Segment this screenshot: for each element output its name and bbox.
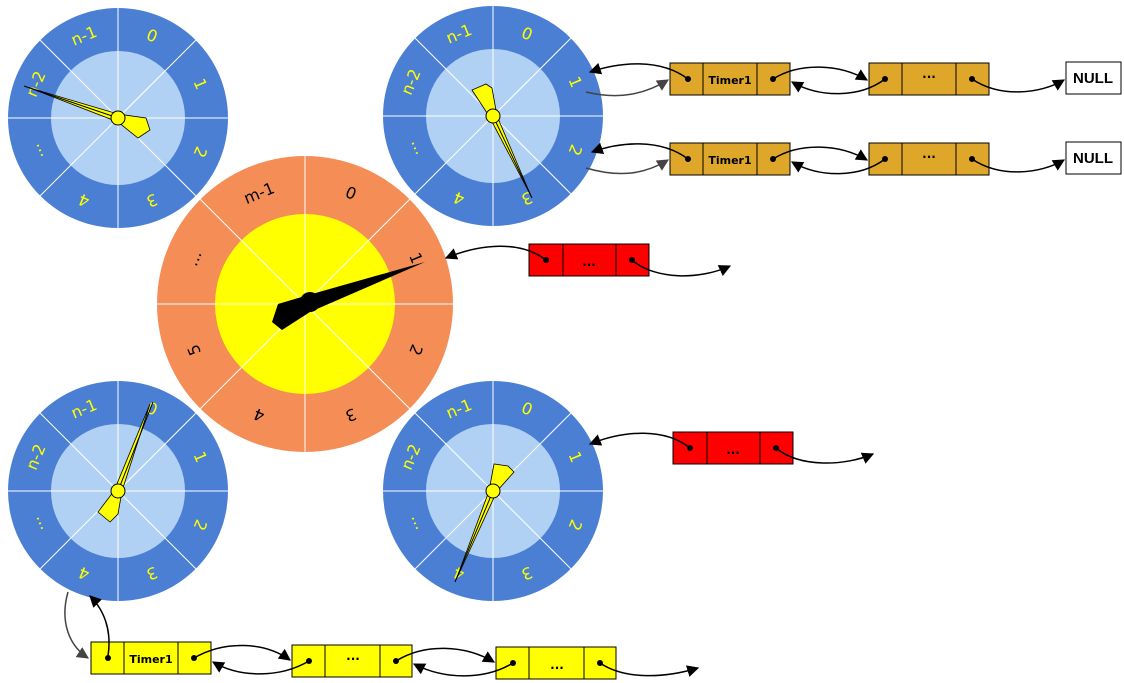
hand-needle-line (117, 401, 154, 492)
wheel-spoke (492, 37, 572, 117)
node-label: Timer1 (708, 74, 751, 87)
arrow-head-to-slot (588, 62, 689, 80)
node-label: ... (922, 67, 936, 81)
list-node-timer: Timer1 (90, 641, 212, 675)
wheel-hand (23, 85, 151, 139)
arrow-head-to-slot (89, 595, 110, 657)
arrow-next (193, 644, 291, 661)
node-label: ... (346, 649, 360, 663)
list-top-right-slot1: Timer1 ... NULL (585, 61, 1122, 97)
slot-label: ... (399, 514, 422, 535)
wheel-hand (471, 83, 533, 199)
arrow-tail (599, 662, 700, 677)
wheel-spoke (117, 412, 197, 492)
wheel-spoke (304, 198, 411, 305)
slot-label: ... (24, 514, 47, 535)
hand-hub (110, 483, 126, 499)
list-bottom-right-slot1: ... (588, 431, 875, 465)
arrow-next (772, 146, 869, 161)
list-node-ellipsis: ... (528, 243, 650, 277)
wheel-spoke (492, 490, 572, 570)
wheel-spokes (157, 156, 453, 452)
hand-hub (110, 110, 126, 126)
wheel-spoke (117, 490, 197, 570)
arrow-head-to-slot (588, 432, 691, 449)
arrow-head-to-slot (444, 245, 547, 261)
hand-needle (305, 262, 425, 312)
arrow-prev (790, 158, 886, 175)
node-label: Timer1 (708, 154, 751, 167)
node-label: ... (550, 658, 564, 672)
null-box: NULL (1065, 61, 1122, 95)
null-label: NULL (1073, 150, 1113, 167)
hand-hub (485, 108, 501, 124)
list-node-ellipsis: ... (495, 646, 617, 680)
arrow-slot-to-head (585, 159, 670, 175)
wheel-spoke (39, 117, 119, 197)
wheel-spoke (492, 115, 572, 195)
slot-label: ... (399, 139, 422, 160)
hand-hub (485, 483, 501, 499)
list-center-slot1: ... (444, 243, 732, 277)
list-node-ellipsis: ... (868, 62, 990, 96)
arrow-to-null (971, 158, 1066, 173)
node-label: Timer1 (129, 653, 172, 666)
arrow-prev (412, 662, 514, 677)
slot-label: ... (24, 141, 47, 162)
wheel-hand (97, 401, 154, 523)
arrow-next (395, 647, 496, 663)
arrow-prev (211, 660, 310, 675)
wheel-spoke (414, 412, 494, 492)
wheel-spoke (199, 198, 306, 305)
wheel-spoke (39, 39, 119, 119)
arrow-slot-to-head (585, 79, 670, 97)
list-node-timer: Timer1 (669, 62, 791, 96)
list-node-ellipsis: ... (672, 431, 794, 465)
node-label: ... (922, 147, 936, 161)
arrow-to-null (971, 78, 1066, 93)
arrow-head-to-slot (590, 142, 689, 160)
hand-needle-line (454, 490, 494, 583)
arrow-next (772, 66, 869, 81)
wheel-spoke (414, 115, 494, 195)
arrow-next (775, 447, 875, 464)
arrow-next (631, 259, 732, 277)
null-label: NULL (1073, 70, 1113, 87)
list-node-ellipsis: ... (291, 644, 413, 678)
wheel-spoke (304, 303, 411, 410)
arrow-prev (790, 78, 886, 95)
list-top-right-slot2: Timer1 ... NULL (585, 141, 1122, 176)
wheel-hand (272, 262, 425, 330)
list-node-ellipsis: ... (868, 142, 990, 176)
hand-needle-line (492, 115, 533, 199)
hand-hub (300, 292, 320, 312)
wheel-spoke (414, 490, 494, 570)
null-box: NULL (1065, 141, 1122, 175)
hand-needle-line (23, 85, 119, 119)
wheel-spoke (414, 37, 494, 117)
wheel-spoke (39, 412, 119, 492)
slot-label: ... (182, 247, 205, 268)
list-bottom-left-slot4: Timer1 ... ... (64, 591, 700, 680)
node-label: ... (726, 443, 740, 457)
wheel-hand (454, 463, 515, 583)
node-label: ... (582, 255, 596, 269)
arrow-slot-to-head (64, 591, 90, 659)
wheel-spoke (117, 39, 197, 119)
